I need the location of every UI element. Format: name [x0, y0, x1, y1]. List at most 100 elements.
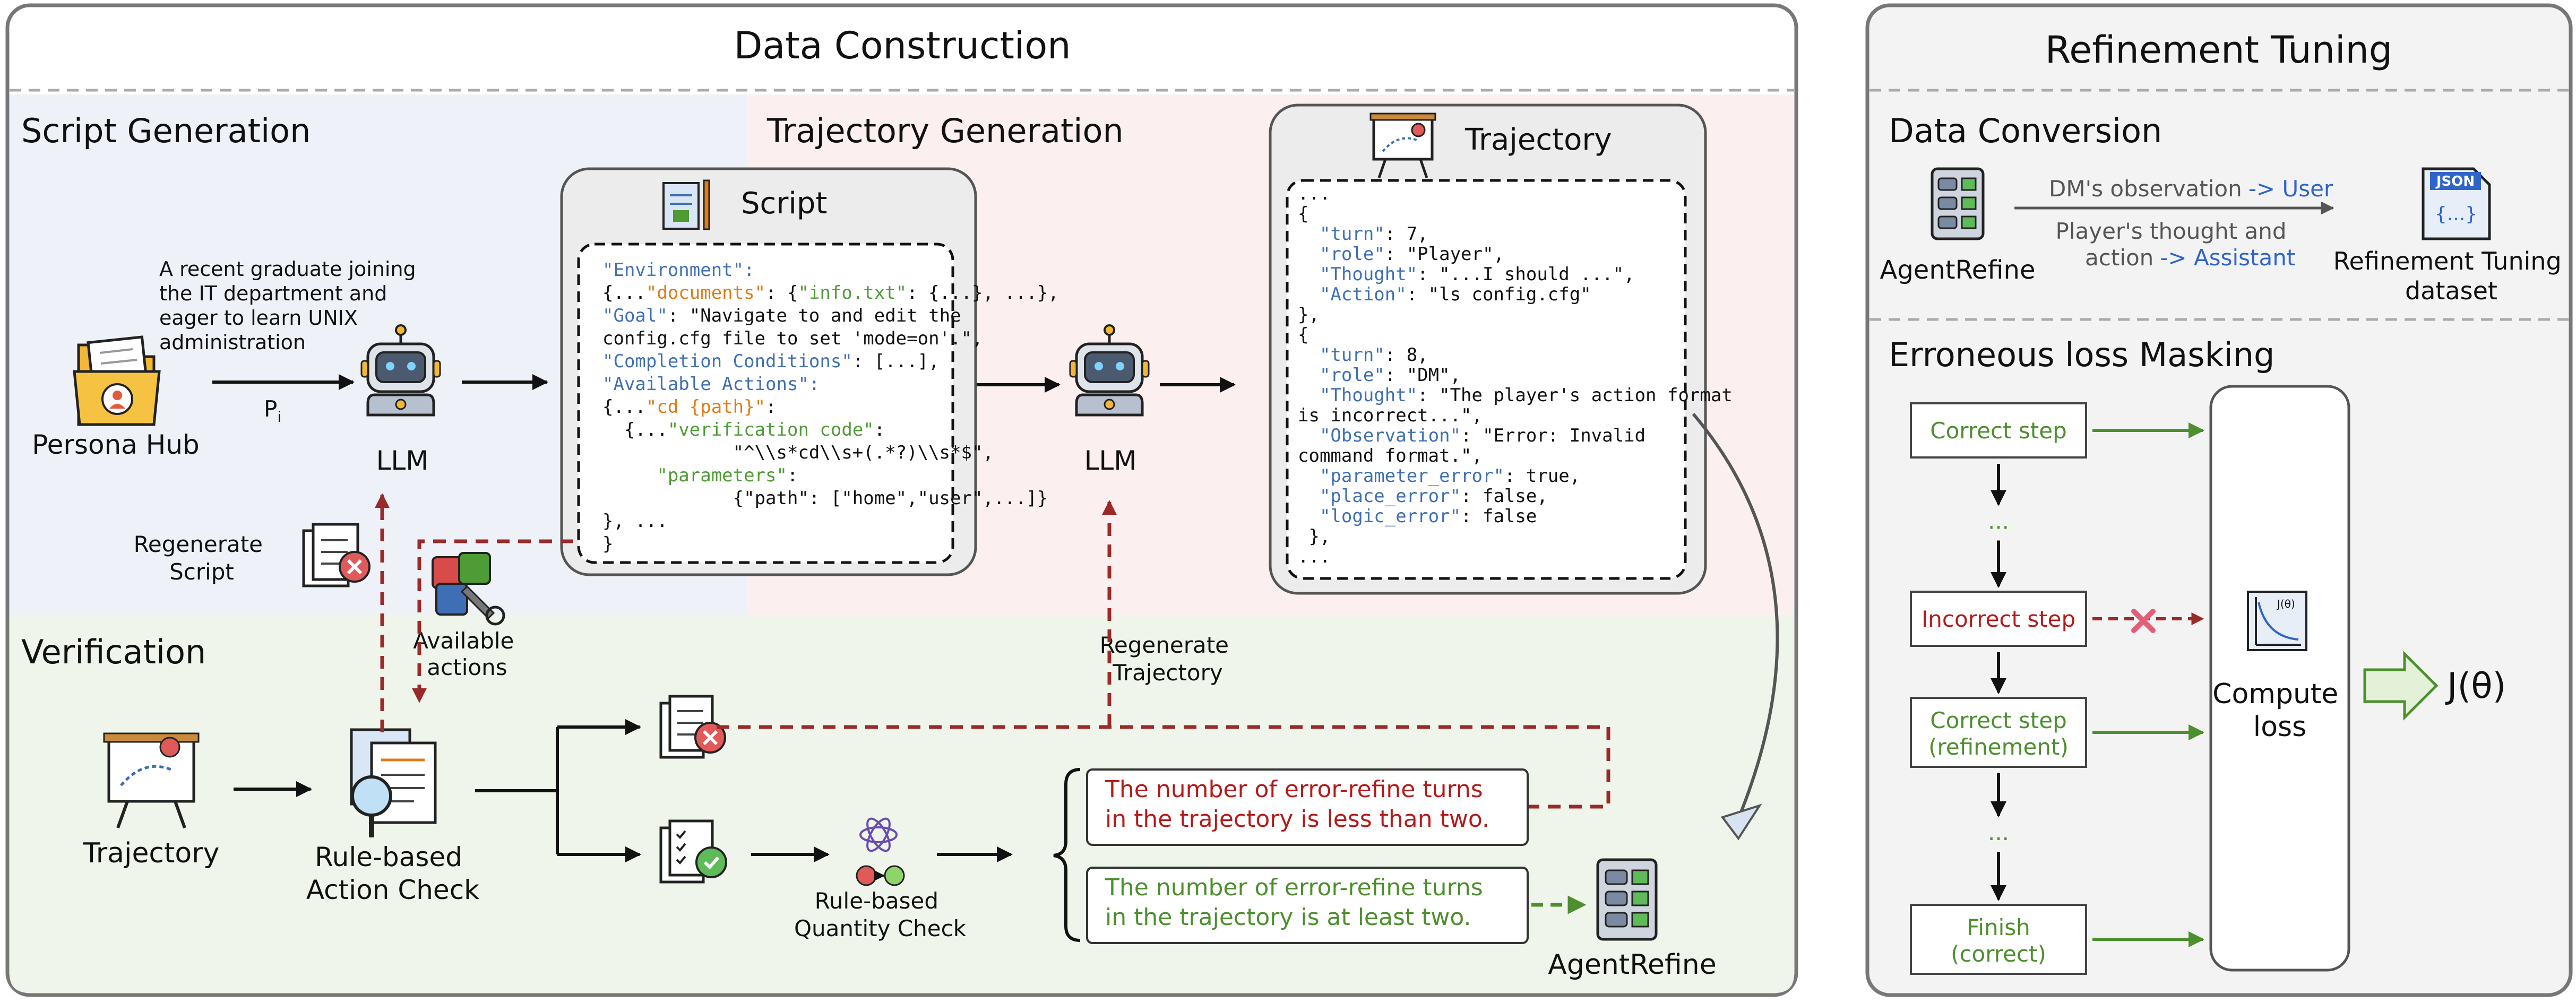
rule-action-check-icon [350, 728, 437, 837]
regenerate-trajectory-line: Regenerate [1100, 632, 1229, 658]
fail-document-icon [659, 695, 726, 759]
available-actions-line: actions [427, 654, 507, 680]
persona-line: administration [159, 331, 306, 354]
json-file-icon: JSON {...} [2422, 167, 2491, 240]
code-token: {"path": ["home","user",...]} [602, 488, 1048, 509]
step-label-line: (correct) [1951, 941, 2046, 967]
step-ellipsis: ... [1988, 508, 2009, 534]
script-code: "Environment":{..."documents": {"info.tx… [602, 260, 1059, 555]
rule-action-check-line: Rule-based [315, 842, 462, 872]
verification-agentrefine-label: AgentRefine [1548, 949, 1716, 981]
code-token: }, [1298, 304, 1320, 325]
action-check-branch [475, 727, 559, 854]
dataset-line: Refinement Tuning [2333, 247, 2562, 275]
code-token: { [1298, 203, 1308, 224]
json-label: JSON [2435, 174, 2475, 189]
loss-graph-icon: J(θ) [2247, 591, 2307, 651]
trajectory-generation-title: Trajectory Generation [766, 111, 1124, 150]
code-token: "info.txt" [798, 282, 907, 304]
script-document-icon [662, 179, 710, 230]
verification-title: Verification [21, 633, 206, 671]
code-token: : true, [1504, 465, 1580, 487]
available-actions-icon [432, 552, 505, 626]
trajectory-box-title: Trajectory [1464, 123, 1612, 157]
step-label-line: Correct step [1930, 707, 2067, 733]
llm-label-2: LLM [1084, 445, 1137, 476]
code-token: command format.", [1298, 445, 1483, 466]
step-label: Correct step [1930, 418, 2067, 444]
json-braces: {...} [2435, 203, 2477, 225]
code-token: "logic_error" [1298, 506, 1461, 527]
script-generation-section: Script Generation A recent graduate join… [21, 111, 548, 587]
code-token: : "Navigate to and edit the [668, 305, 961, 326]
code-token: "role" [1298, 244, 1385, 265]
thought-mapping-text: Player's thought and [2056, 218, 2287, 244]
code-token: : 7, [1385, 223, 1428, 245]
code-token: "place_error" [1298, 486, 1461, 507]
trajectory-box: Trajectory ...{ "turn": 7, "role": "Play… [1269, 103, 1733, 595]
regenerate-script-line: Regenerate [134, 531, 263, 557]
code-token: : "...I should ...", [1417, 264, 1634, 285]
persona-folder-icon [73, 335, 161, 426]
pass-result-text: The number of error-refine turns in the … [1105, 874, 1491, 931]
code-token: }, [1298, 526, 1330, 547]
objective-arrow [2363, 650, 2439, 721]
code-token [602, 465, 657, 486]
code-token: "turn" [1298, 344, 1385, 366]
code-token: : false [1461, 506, 1537, 527]
compute-loss-line: loss [2253, 711, 2306, 743]
script-box: Script "Environment":{..."documents": {"… [560, 167, 1059, 576]
verification-trajectory-label: Trajectory [83, 837, 220, 869]
compute-loss-box [2209, 385, 2350, 972]
code-token: {... [602, 396, 646, 418]
code-token: "cd {path}" [646, 396, 765, 418]
available-actions-dashed-path [412, 539, 573, 703]
code-token: : false, [1461, 486, 1548, 507]
code-token: "Goal" [602, 305, 668, 326]
dataset-line: dataset [2405, 276, 2497, 305]
observation-mapping-text: DM's observation-> User [2049, 176, 2333, 202]
code-token: : { [765, 282, 798, 304]
code-token: : 8, [1385, 344, 1428, 366]
result-brace [1053, 768, 1081, 942]
agentrefine-database-icon [1596, 858, 1658, 941]
regenerate-script-icon [302, 523, 371, 587]
data-construction-title: Data Construction [734, 24, 1071, 67]
quantity-check-line: Quantity Check [794, 915, 967, 941]
code-token: "Environment": [602, 260, 755, 281]
p-label: P [264, 396, 277, 422]
step-label: Correct step(refinement) [1928, 707, 2069, 760]
code-token: ... [1298, 183, 1330, 204]
llm-robot-icon [360, 324, 441, 417]
observation-text: DM's observation [2049, 176, 2242, 202]
step-label-line: Correct step [1930, 418, 2067, 444]
step-box [1910, 591, 2087, 647]
fail-result-line: in the trajectory is less than two. [1105, 806, 1489, 833]
trajectory-to-check-curve [1692, 413, 1779, 826]
rule-action-check-line: Action Check [306, 875, 479, 905]
code-token: "turn" [1298, 223, 1385, 245]
regenerate-script-label: Regenerate Script [134, 531, 270, 585]
code-token: is incorrect...", [1298, 405, 1483, 426]
code-token: "Completion Conditions" [602, 351, 852, 372]
thought-text: Player's thought and [2056, 218, 2287, 244]
persona-hub-label: Persona Hub [32, 429, 200, 460]
compute-loss-line: Compute [2212, 678, 2338, 710]
conversion-agentrefine-label: AgentRefine [1880, 255, 2036, 285]
available-actions-line: Available [413, 628, 514, 654]
code-token: "Action" [1298, 284, 1407, 305]
code-token: "Available Actions": [602, 374, 820, 395]
dataset-label: Refinement Tuning dataset [2333, 247, 2570, 305]
code-token: { [1298, 324, 1308, 345]
thought-mapping-text-2: action-> Assistant [2085, 245, 2295, 271]
objective-label: J(θ) [2445, 665, 2506, 706]
fail-dashed-route [717, 725, 1610, 809]
step-label: Finish(correct) [1951, 914, 2046, 967]
action-text: action [2085, 245, 2153, 271]
available-actions-label: Available actions [413, 628, 521, 680]
code-token: : "Player", [1385, 244, 1504, 265]
fail-result-line: The number of error-refine turns [1105, 776, 1483, 803]
script-generation-title: Script Generation [21, 111, 311, 150]
